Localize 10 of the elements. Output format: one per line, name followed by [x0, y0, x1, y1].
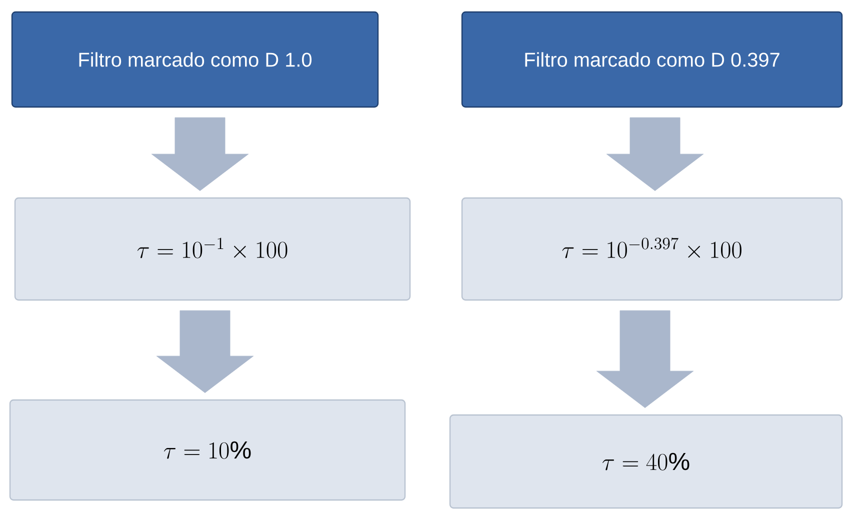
formula-box: $\tau = 40\%$ [449, 414, 843, 509]
block-arrow [156, 310, 254, 393]
formula-box: $\tau = 10^{-1} \times 100$ [14, 197, 411, 301]
title-box: Filtro marcado como D 0.397 [461, 11, 843, 108]
block-arrow [151, 117, 249, 191]
formula-box: $\tau = 10^{-0.397} \times 100$ [461, 197, 843, 301]
block-arrow [606, 117, 704, 191]
formula-box: $\tau = 10\%$ [9, 399, 406, 501]
block-arrow [596, 310, 694, 408]
title-box: Filtro marcado como D 1.0 [11, 11, 379, 108]
